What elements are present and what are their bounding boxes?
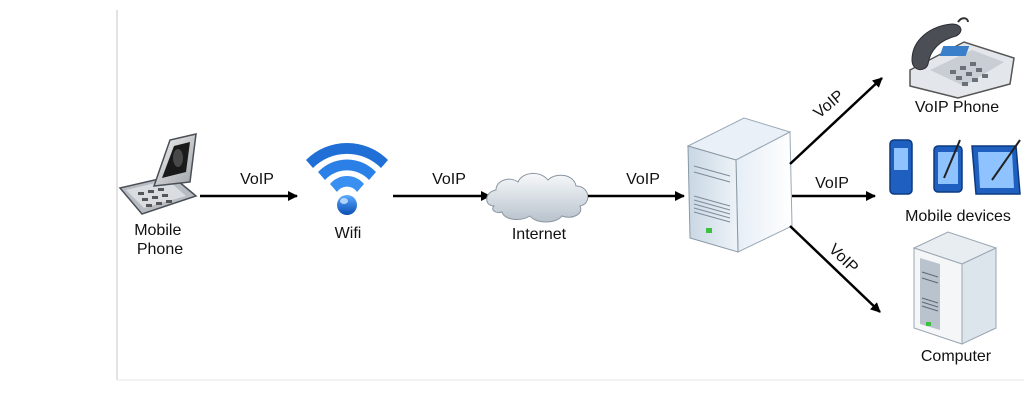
node-label-computer: Computer — [921, 348, 992, 365]
wifi-icon — [306, 143, 388, 215]
server-icon — [686, 117, 793, 253]
internet-cloud-icon — [486, 173, 589, 223]
edge-server-to-voip-phone — [789, 77, 883, 165]
edge-label-phone-to-wifi: VoIP — [240, 171, 274, 188]
node-label-wifi: Wifi — [335, 225, 362, 242]
node-label-mobile-phone: Mobile Phone — [134, 222, 186, 258]
voip-desk-phone-icon — [909, 17, 1015, 99]
edge-label-server-to-computer: VoIP — [825, 241, 861, 277]
mobile-phone-icon — [118, 133, 198, 215]
mobile-phone-line-1: Mobile — [134, 222, 181, 239]
edge-server-to-computer — [789, 225, 881, 313]
node-label-mobile-devices: Mobile devices — [905, 208, 1011, 225]
edge-label-internet-to-server: VoIP — [626, 171, 660, 188]
mobile-phone-line-2: Phone — [137, 241, 183, 258]
node-label-internet: Internet — [512, 226, 567, 243]
computer-tower-icon — [912, 231, 998, 345]
edge-label-server-to-mobile-devices: VoIP — [815, 175, 849, 192]
node-label-voip-phone: VoIP Phone — [915, 99, 999, 116]
edge-label-wifi-to-internet: VoIP — [432, 171, 466, 188]
mobile-devices-icon — [889, 139, 1021, 195]
